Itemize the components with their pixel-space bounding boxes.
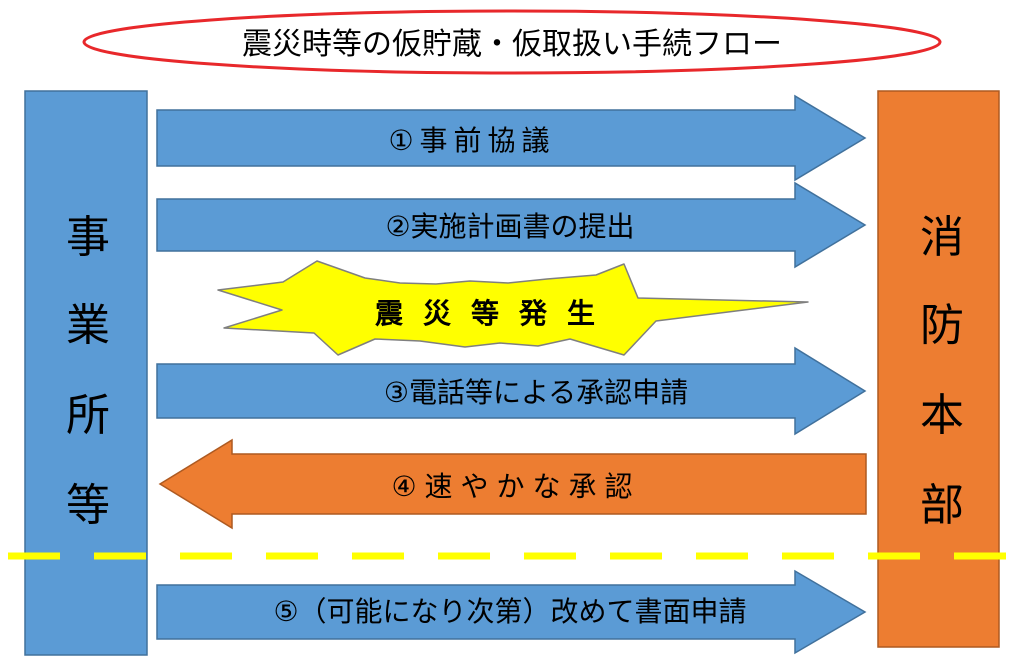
- left-box-char-1: 事: [66, 212, 110, 263]
- step-2-arrow: [156, 181, 867, 269]
- right-box-label: 消 防 本 部: [920, 212, 964, 531]
- step-4-arrow: [158, 438, 867, 530]
- left-box-char-3: 所: [66, 390, 110, 441]
- step-3-arrow: [156, 346, 867, 436]
- step-1-label: ①事前協議: [388, 124, 555, 157]
- left-box-char-2: 業: [66, 300, 110, 351]
- event-starburst: [217, 260, 809, 356]
- right-box-char-1: 消: [920, 212, 964, 263]
- step-2-label: ②実施計画書の提出: [385, 210, 634, 243]
- right-box-char-3: 本: [920, 390, 964, 441]
- left-box-label: 事 業 所 等: [66, 212, 110, 531]
- right-box-char-4: 部: [920, 480, 964, 531]
- right-box: [877, 90, 1000, 648]
- event-label: 震災等発生: [375, 297, 615, 330]
- step-1-arrow: [156, 94, 867, 182]
- right-box-char-2: 防: [920, 300, 964, 351]
- step-3-label: ③電話等による承認申請: [384, 376, 688, 409]
- step-5-arrow: [156, 569, 867, 655]
- left-box: [24, 90, 148, 656]
- step-5-label: ⑤（可能になり次第）改めて書面申請: [273, 595, 746, 628]
- left-box-char-4: 等: [66, 480, 110, 531]
- step-4-label: ④速やかな承認: [391, 470, 640, 503]
- title-ellipse: [82, 9, 942, 75]
- diagram-title: 震災時等の仮貯蔵・仮取扱い手続フロー: [242, 27, 782, 62]
